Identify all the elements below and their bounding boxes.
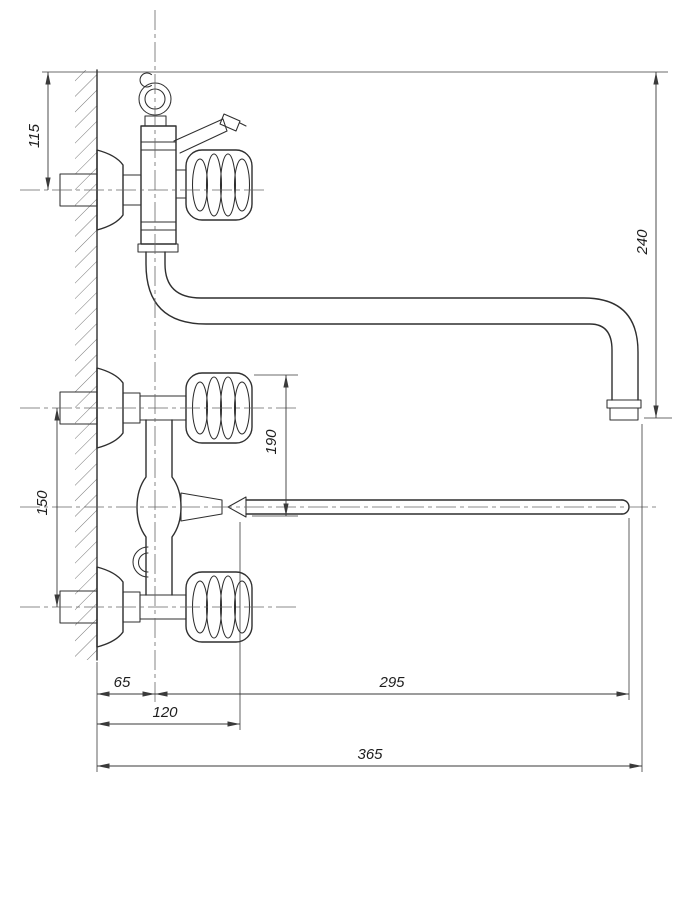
hose-hook-outer (132, 546, 149, 578)
diverter-stub (179, 130, 228, 154)
dim-label-65: 65 (114, 674, 131, 691)
knob-ridge (191, 158, 209, 212)
faucet-side-view (59, 72, 642, 421)
dim-label-365: 365 (357, 746, 383, 763)
dim-label-115: 115 (26, 123, 43, 148)
wall-section (75, 69, 98, 661)
knob-ridge (233, 158, 251, 212)
shower-hook (139, 72, 153, 88)
dim-label-150: 150 (34, 490, 51, 516)
hose-hook-inner (137, 552, 149, 573)
dim-label-190: 190 (263, 429, 280, 455)
body-right-edge (171, 419, 182, 596)
faucet-front-view (59, 367, 630, 648)
dim-label-240: 240 (634, 229, 651, 256)
spout-outlet-collar (606, 399, 642, 409)
diverter-stub (173, 118, 224, 142)
valve-body-side (140, 125, 177, 245)
spout-cone (180, 492, 223, 522)
handle-knob-side (185, 149, 253, 221)
body-left-edge (136, 419, 147, 596)
body-cap (144, 115, 167, 127)
diverter-stub-cap (222, 118, 228, 132)
dim-label-120: 120 (152, 704, 178, 721)
dimension-annotations: 115 240 150 190 65 295 120 365 (26, 71, 672, 772)
spout-outer-edge (145, 251, 613, 401)
escutcheon-front-top (96, 367, 124, 449)
knob-ridge (219, 153, 237, 217)
diverter-knob (219, 113, 241, 132)
spout-inner-edge (164, 251, 639, 401)
wall-hatching (75, 70, 97, 660)
centerlines (20, 10, 658, 705)
escutcheon-front-bottom (96, 566, 124, 648)
dim-label-295: 295 (378, 674, 405, 691)
escutcheon-top (96, 149, 124, 231)
knob-ridge (205, 153, 223, 217)
diverter-tip (239, 122, 247, 127)
spout-aerator (609, 407, 639, 421)
spout-flange (137, 243, 179, 253)
